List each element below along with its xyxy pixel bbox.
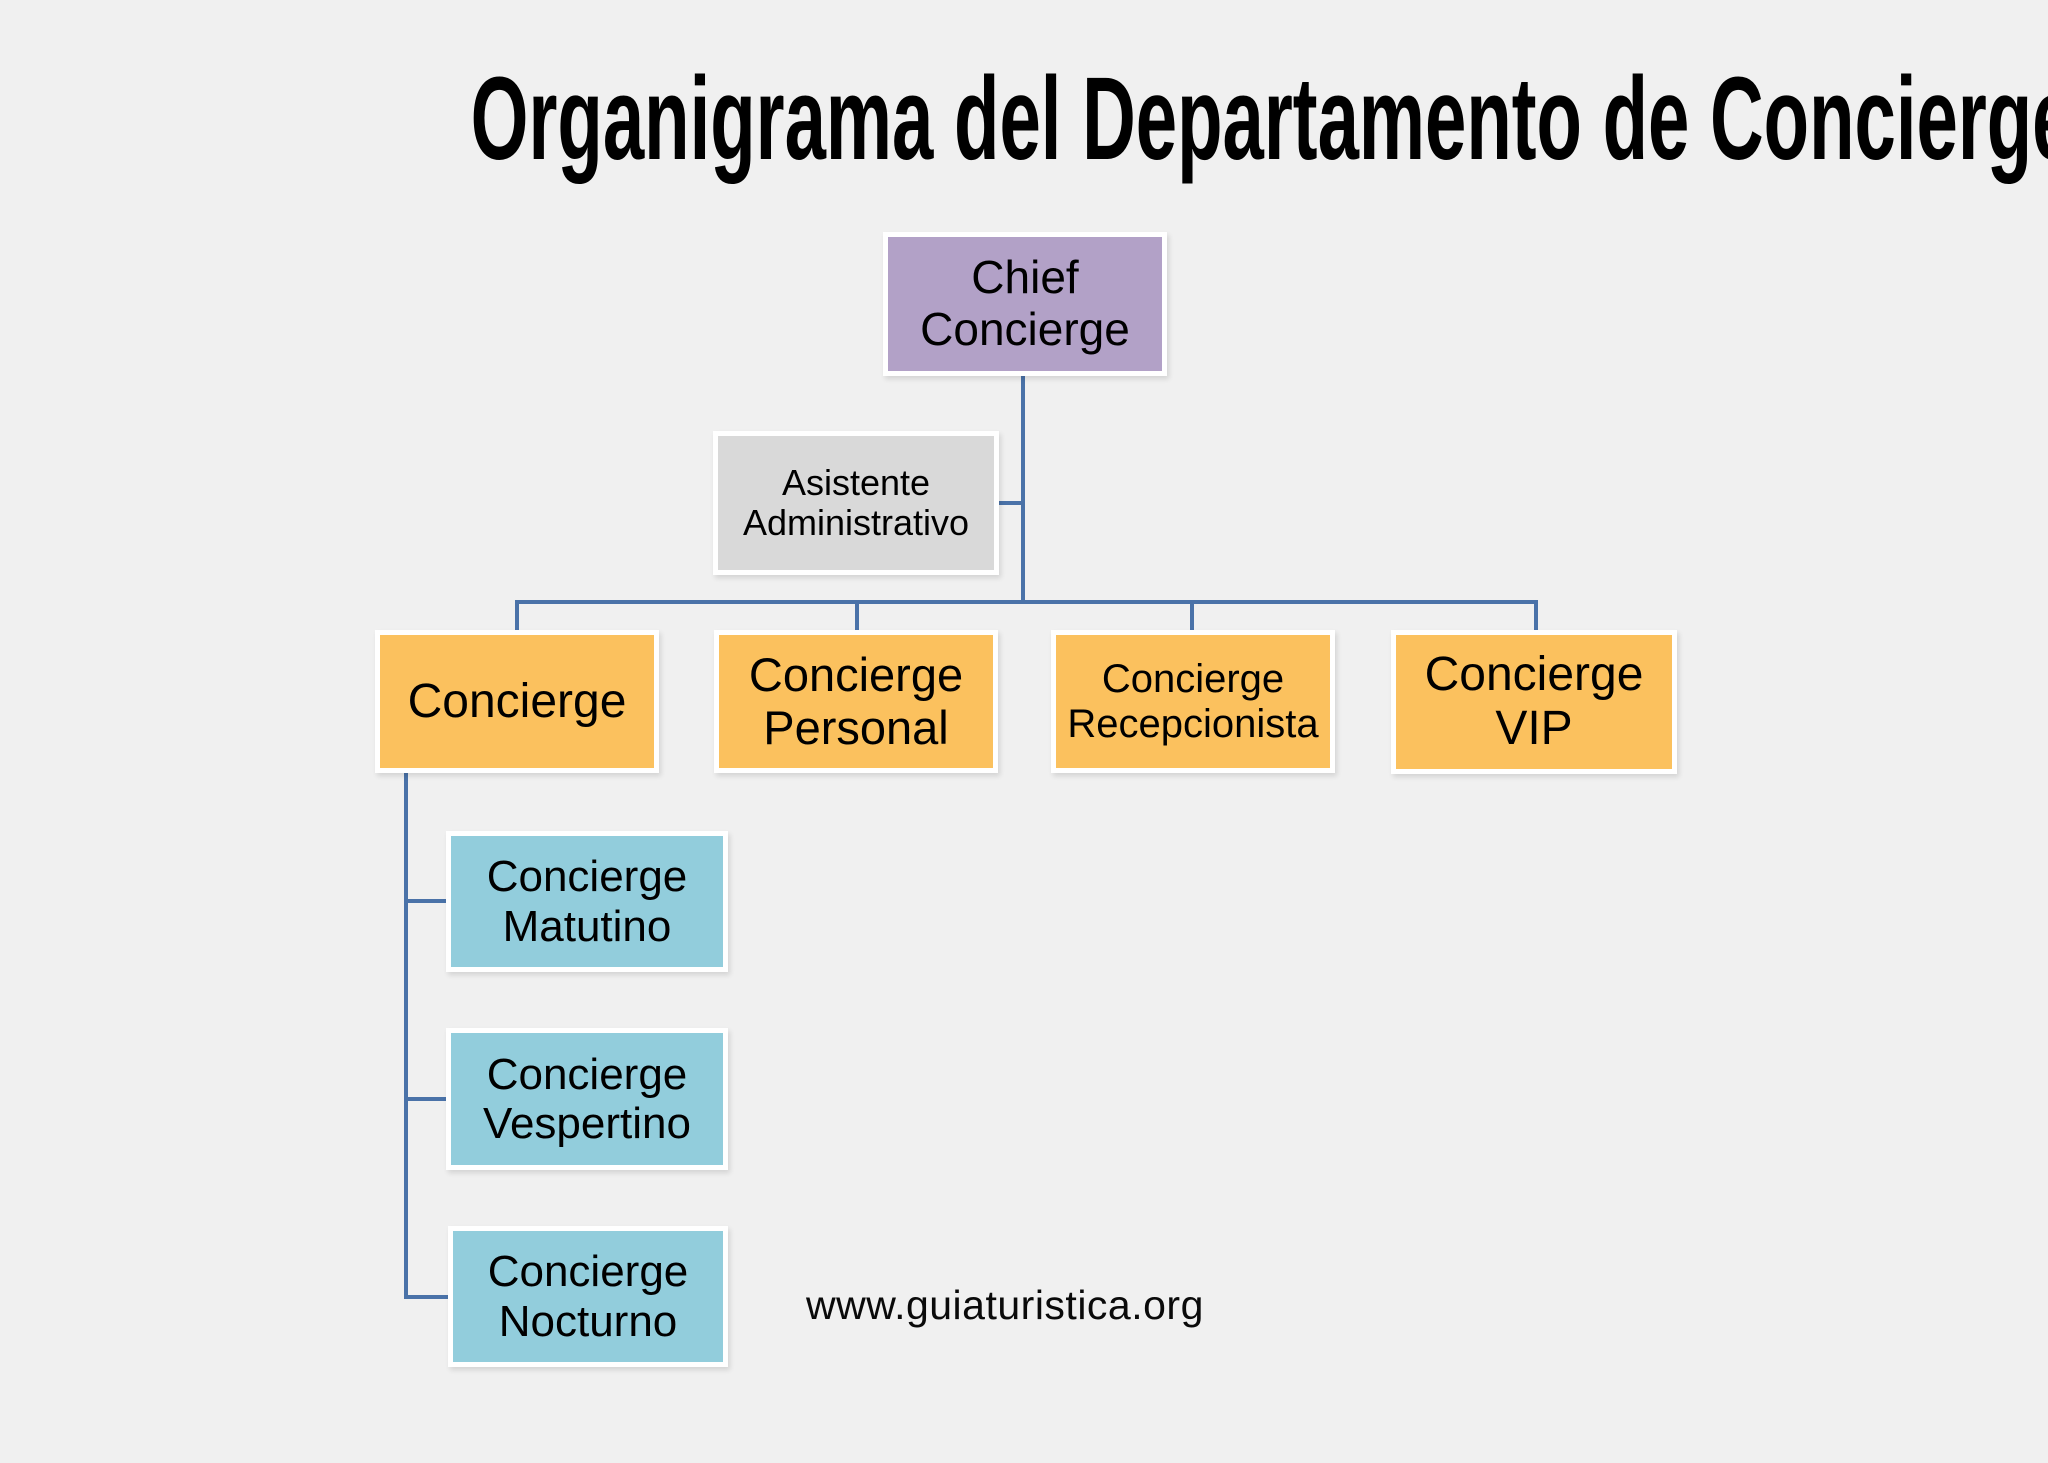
node-concierge-vip[interactable]: Concierge VIP: [1391, 630, 1677, 774]
connector-concierge-vertical: [404, 771, 408, 1299]
node-concierge-vespertino[interactable]: Concierge Vespertino: [446, 1028, 728, 1170]
node-concierge-recepcionista[interactable]: Concierge Recepcionista: [1051, 630, 1335, 773]
node-label: Concierge: [407, 674, 627, 728]
connector-assistant-stub: [997, 501, 1023, 505]
node-label: Chief Concierge: [920, 251, 1130, 355]
connector-chief-vertical: [1021, 376, 1025, 604]
connector-stub-matutino: [404, 899, 448, 903]
node-label: Concierge VIP: [1424, 648, 1644, 755]
connector-level2-horizontal: [515, 600, 1538, 604]
connector-stub-vip: [1534, 600, 1538, 632]
node-label: Concierge Nocturno: [487, 1247, 689, 1346]
connector-stub-nocturno: [404, 1295, 448, 1299]
node-chief-concierge[interactable]: Chief Concierge: [883, 232, 1167, 376]
connector-stub-recepcionista: [1190, 600, 1194, 632]
connector-stub-concierge: [515, 600, 519, 632]
page-title: Organigrama del Departamento de Concierg…: [470, 53, 2048, 185]
node-label: Asistente Administrativo: [742, 461, 970, 543]
node-label: Concierge Personal: [748, 647, 964, 754]
connector-stub-personal: [855, 600, 859, 632]
node-concierge[interactable]: Concierge: [375, 630, 659, 773]
node-concierge-matutino[interactable]: Concierge Matutino: [446, 831, 728, 972]
node-label: Concierge Vespertino: [483, 1049, 691, 1148]
node-label: Concierge Recepcionista: [1067, 656, 1319, 746]
node-concierge-nocturno[interactable]: Concierge Nocturno: [448, 1226, 728, 1367]
node-label: Concierge Matutino: [486, 852, 688, 951]
node-asistente-administrativo[interactable]: Asistente Administrativo: [713, 431, 999, 575]
website-text: www.guiaturistica.org: [806, 1282, 1204, 1328]
connector-stub-vespertino: [404, 1097, 448, 1101]
node-concierge-personal[interactable]: Concierge Personal: [714, 630, 998, 773]
page-title-row: Organigrama del Departamento de Concierg…: [0, 60, 2048, 178]
